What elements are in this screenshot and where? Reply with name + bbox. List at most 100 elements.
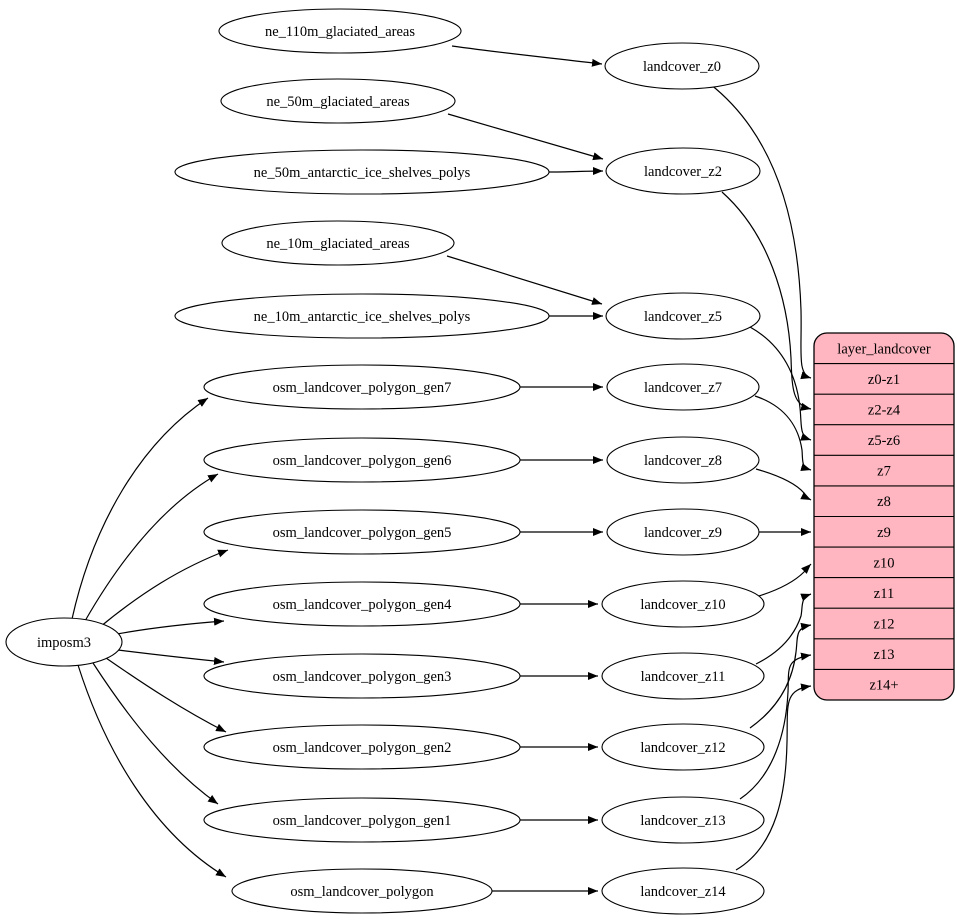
node-osm-landcover-polygon-gen2: osm_landcover_polygon_gen2 [203, 724, 521, 770]
node-label: landcover_z0 [643, 59, 721, 75]
edge-landcover-z7-to-row-z7 [754, 395, 812, 471]
node-shape [601, 796, 765, 844]
node-shape [203, 364, 521, 410]
edge-landcover-z0-to-row-z0-z1 [709, 83, 812, 380]
edge-imposm3-to-osm-landcover-polygon-gen2 [105, 657, 227, 733]
record-row-z8: z8 [877, 494, 891, 510]
node-shape [601, 580, 765, 628]
node-shape [601, 723, 765, 771]
node-shape [231, 868, 493, 914]
node-shape [203, 797, 521, 843]
node-shape [174, 293, 550, 339]
edge-ne-50m-glaciated-areas-to-landcover-z2 [447, 113, 604, 161]
node-label: osm_landcover_polygon [290, 884, 434, 900]
node-label: osm_landcover_polygon_gen3 [273, 669, 452, 685]
node-osm-landcover-polygon: osm_landcover_polygon [231, 868, 493, 914]
node-label: osm_landcover_polygon_gen4 [273, 597, 453, 613]
node-osm-landcover-polygon-gen6: osm_landcover_polygon_gen6 [203, 437, 521, 483]
node-label: landcover_z12 [640, 740, 725, 756]
node-ne-50m-antarctic-ice-shelves-polys: ne_50m_antarctic_ice_shelves_polys [174, 149, 550, 195]
node-label: osm_landcover_polygon_gen6 [273, 453, 452, 469]
node-landcover-z5: landcover_z5 [605, 292, 761, 340]
edge-landcover-z10-to-row-z10 [758, 563, 812, 597]
edge-landcover-z8-to-row-z8 [755, 468, 812, 501]
edge-landcover-z2-to-row-z2-z4 [721, 191, 812, 411]
edge-landcover-z12-to-row-z12 [749, 622, 812, 729]
edge-imposm3-to-osm-landcover-polygon-gen3 [117, 649, 225, 665]
edge-landcover-z14-to-row-z14plus [735, 683, 812, 871]
node-landcover-z13: landcover_z13 [601, 796, 765, 844]
node-label: osm_landcover_polygon_gen5 [273, 525, 452, 541]
node-osm-landcover-polygon-gen1: osm_landcover_polygon_gen1 [203, 797, 521, 843]
edge-imposm3-to-osm-landcover-polygon [77, 664, 227, 878]
node-landcover-z10: landcover_z10 [601, 580, 765, 628]
edge-ne-10m-glaciated-areas-to-landcover-z5 [446, 255, 603, 305]
node-shape [601, 652, 765, 700]
node-label: landcover_z13 [640, 813, 725, 829]
node-ne-10m-glaciated-areas: ne_10m_glaciated_areas [221, 220, 455, 266]
record-row-z12: z12 [874, 617, 895, 633]
edge-group [71, 45, 812, 895]
node-imposm3: imposm3 [5, 617, 123, 667]
node-shape [605, 292, 761, 340]
node-label: ne_50m_glaciated_areas [266, 94, 410, 110]
node-label: landcover_z11 [641, 669, 726, 685]
node-landcover-z7: landcover_z7 [606, 363, 760, 411]
node-osm-landcover-polygon-gen5: osm_landcover_polygon_gen5 [203, 509, 521, 555]
edge-imposm3-to-osm-landcover-polygon-gen6 [84, 473, 219, 622]
node-landcover-z14: landcover_z14 [601, 867, 765, 915]
node-label: osm_landcover_polygon_gen2 [273, 740, 452, 756]
node-ne-110m-glaciated-areas: ne_110m_glaciated_areas [218, 8, 462, 54]
node-label: ne_10m_glaciated_areas [266, 236, 410, 252]
node-shape [601, 867, 765, 915]
node-shape [220, 78, 456, 124]
node-landcover-z0: landcover_z0 [604, 42, 760, 90]
node-shape [606, 508, 760, 556]
record-layer-landcover: layer_landcover z0-z1 z2-z4 z5-z6 z7 z8 … [813, 332, 955, 701]
edge-imposm3-to-osm-landcover-polygon-gen1 [92, 662, 219, 805]
node-imposm3-shape [5, 617, 123, 667]
edge-landcover-z13-to-row-z13 [739, 652, 812, 800]
node-shape [604, 42, 760, 90]
node-landcover-z11: landcover_z11 [601, 652, 765, 700]
node-imposm3-label: imposm3 [37, 635, 91, 651]
record-row-z10: z10 [874, 555, 895, 571]
record-row-z13: z13 [874, 647, 895, 663]
node-label: ne_10m_antarctic_ice_shelves_polys [254, 309, 471, 325]
node-shape [203, 724, 521, 770]
node-shape [203, 509, 521, 555]
node-landcover-z9: landcover_z9 [606, 508, 760, 556]
node-label: landcover_z10 [640, 597, 725, 613]
record-row-z11: z11 [874, 586, 894, 602]
node-landcover-z8: landcover_z8 [606, 436, 760, 484]
record-title: layer_landcover [837, 341, 931, 357]
node-shape [221, 220, 455, 266]
node-osm-landcover-polygon-gen3: osm_landcover_polygon_gen3 [203, 653, 521, 699]
edge-ne-110m-glaciated-areas-to-landcover-z0 [451, 45, 603, 67]
node-label: ne_50m_antarctic_ice_shelves_polys [254, 165, 471, 181]
edge-ne-50m-antarctic-ice-shelves-polys-to-landcover-z2 [548, 167, 604, 176]
node-label: ne_110m_glaciated_areas [265, 24, 415, 40]
node-label: landcover_z7 [644, 380, 722, 396]
node-ne-50m-glaciated-areas: ne_50m_glaciated_areas [220, 78, 456, 124]
record-row-z5-z6: z5-z6 [868, 433, 900, 449]
node-shape [174, 149, 550, 195]
node-label: landcover_z2 [644, 164, 722, 180]
edge-imposm3-to-osm-landcover-polygon-gen5 [99, 549, 229, 628]
node-shape [606, 436, 760, 484]
node-landcover-z12: landcover_z12 [601, 723, 765, 771]
node-shape [203, 437, 521, 483]
node-shape [203, 653, 521, 699]
node-ne-10m-antarctic-ice-shelves-polys: ne_10m_antarctic_ice_shelves_polys [174, 293, 550, 339]
node-label: landcover_z14 [640, 884, 726, 900]
node-label: landcover_z9 [644, 525, 722, 541]
edge-imposm3-to-osm-landcover-polygon-gen7 [71, 397, 209, 620]
record-row-z2-z4: z2-z4 [868, 403, 901, 419]
record-row-z0-z1: z0-z1 [868, 372, 900, 388]
node-label: osm_landcover_polygon_gen7 [273, 380, 452, 396]
record-row-z14plus: z14+ [869, 678, 898, 694]
record-row-z9: z9 [877, 525, 891, 541]
node-osm-landcover-polygon-gen7: osm_landcover_polygon_gen7 [203, 364, 521, 410]
